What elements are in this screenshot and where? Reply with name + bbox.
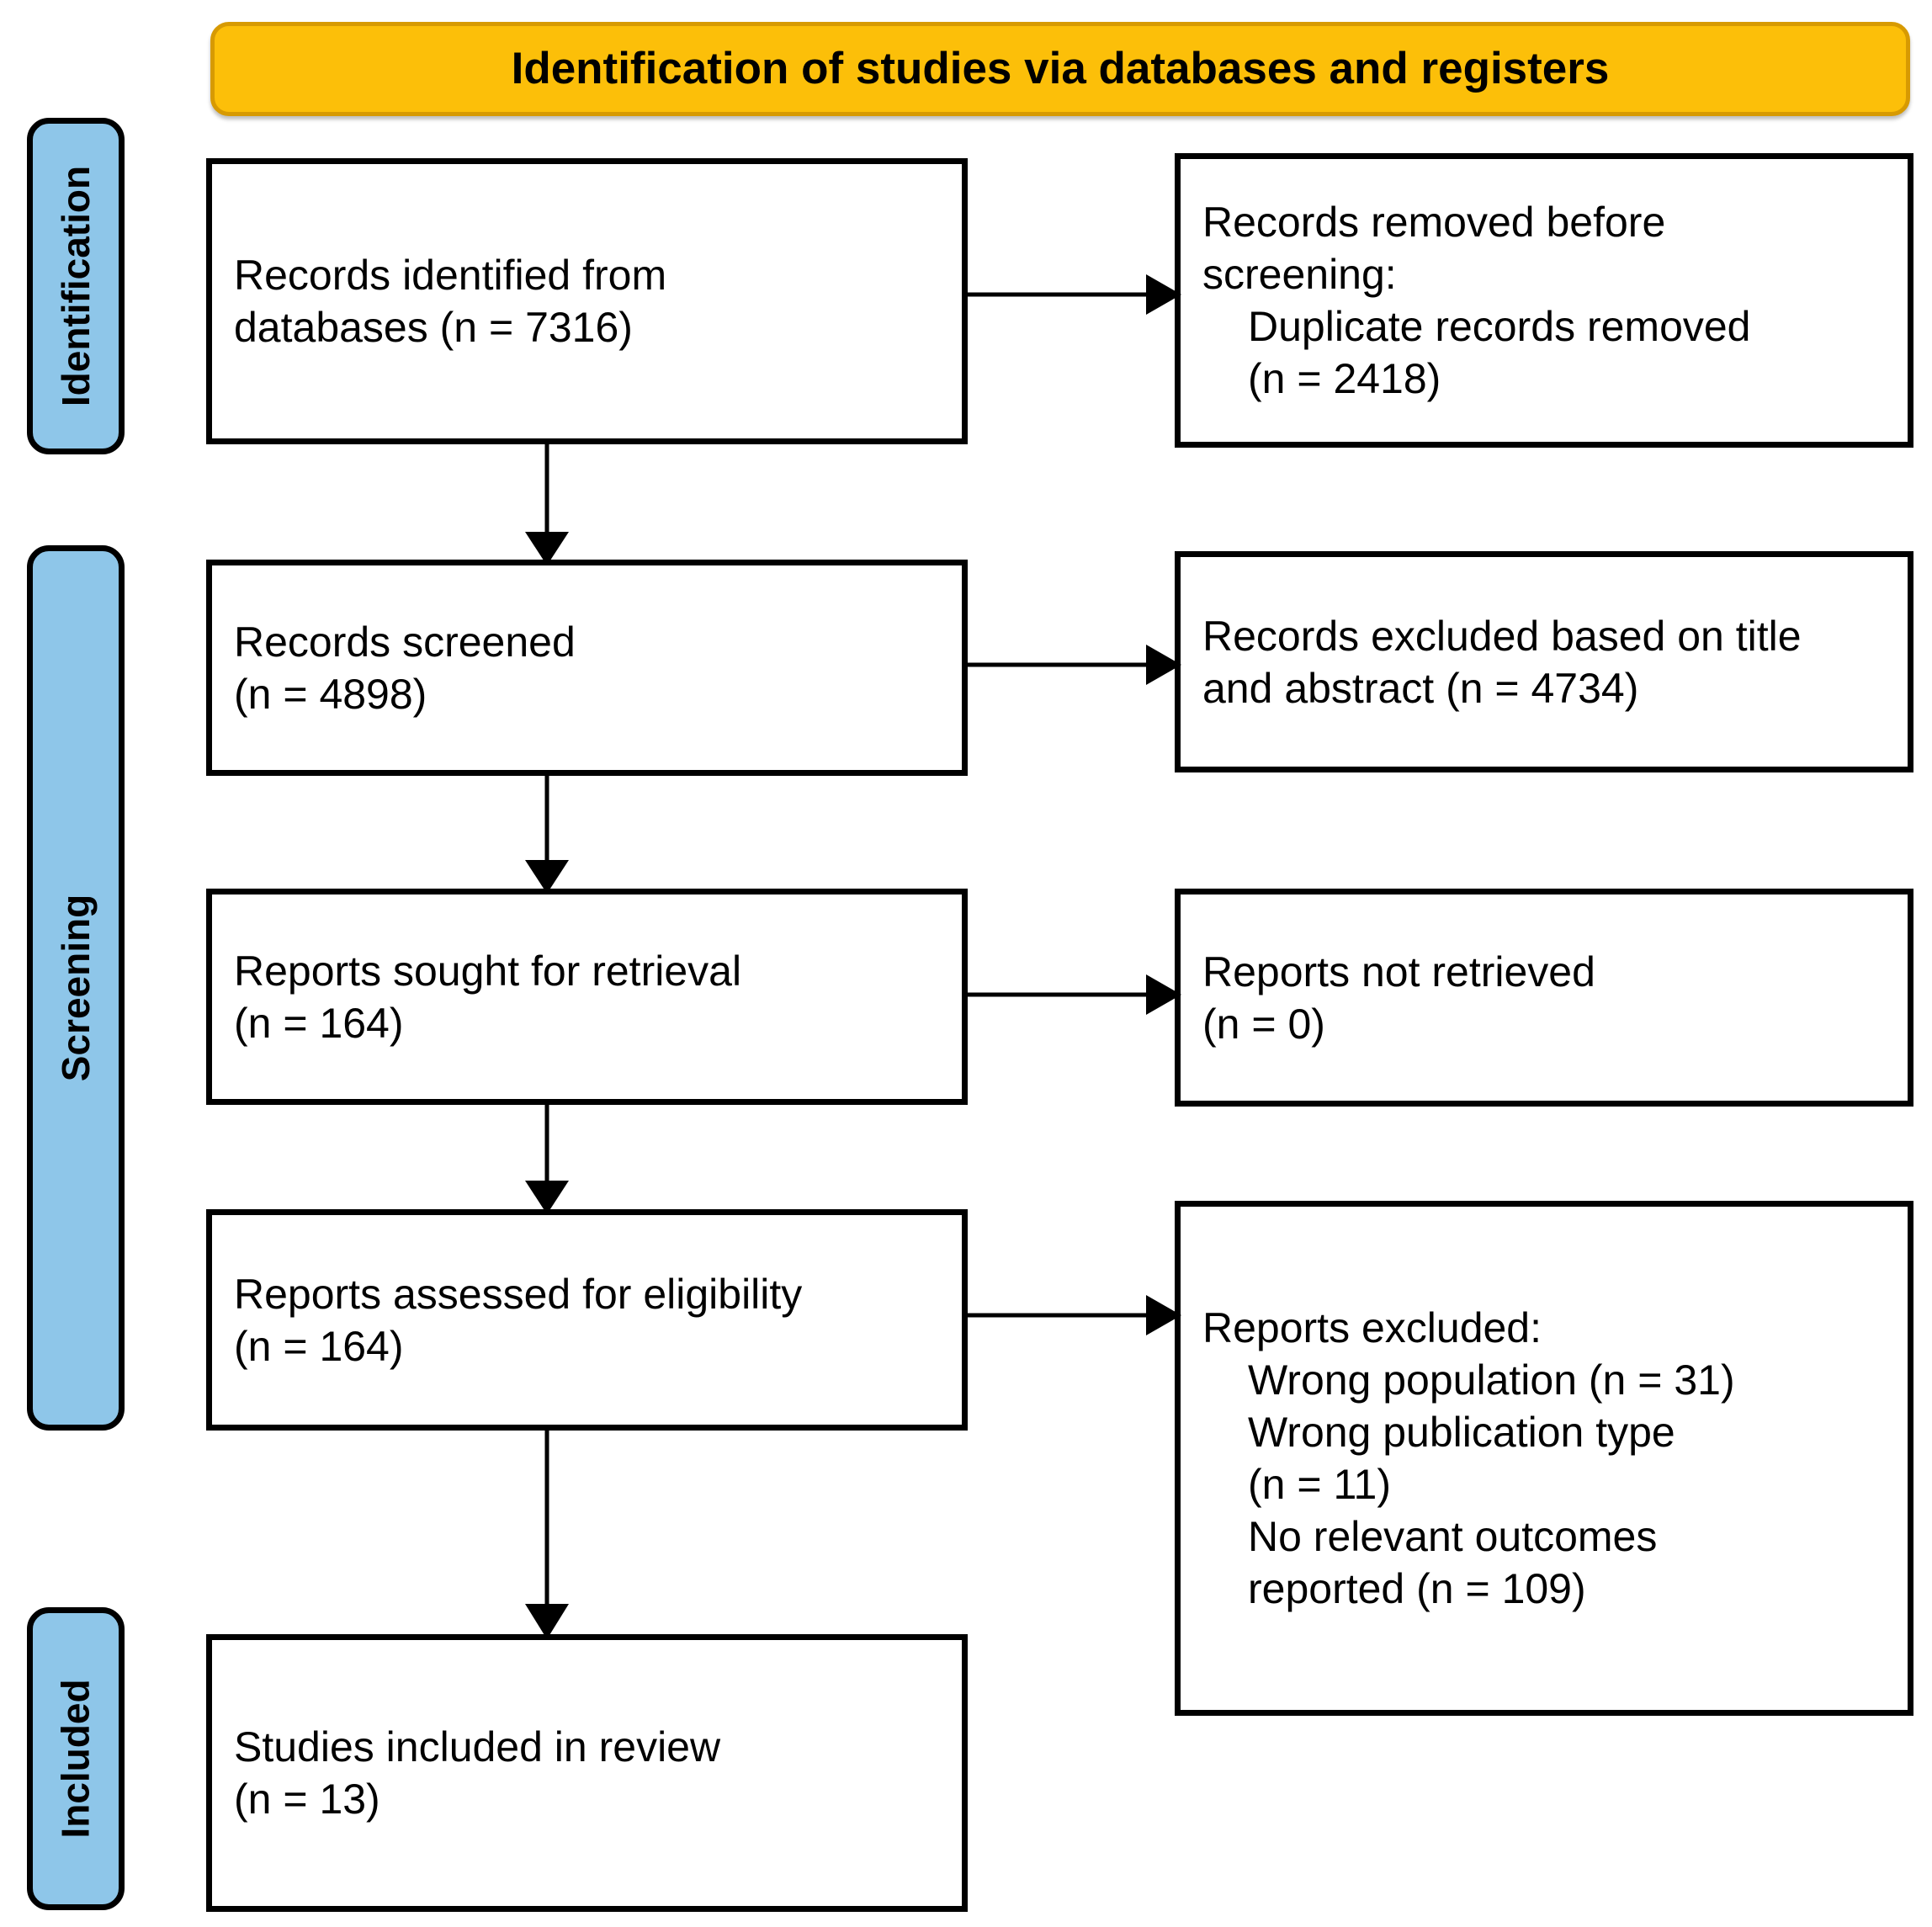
stage-label-identification: Identification [54,165,98,407]
text-line: Wrong publication type [1248,1409,1675,1456]
text-line: screening: [1202,251,1397,298]
box-records-excluded-text: Records excluded based on title and abst… [1181,610,1908,714]
text-line: (n = 0) [1202,1000,1325,1048]
arrow-screened-to-sought [505,772,589,894]
arrow-sought-to-not-retrieved [964,969,1181,1020]
text-line: Reports assessed for eligibility [234,1270,803,1318]
page-title: Identification of studies via databases … [511,43,1610,93]
stage-tab-identification: Identification [27,118,125,454]
box-reports-sought-for-retrieval: Reports sought for retrieval (n = 164) [206,889,968,1105]
text-line: Studies included in review [234,1723,721,1770]
box-reports-assessed-for-eligibility: Reports assessed for eligibility (n = 16… [206,1209,968,1431]
box-records-excluded-title-abstract: Records excluded based on title and abst… [1175,551,1913,772]
box-reports-not-retrieved-text: Reports not retrieved (n = 0) [1181,946,1908,1050]
text-line: (n = 2418) [1248,355,1441,402]
arrow-identified-to-screened [505,441,589,565]
arrow-sought-to-assessed [505,1102,589,1214]
box-records-removed-before-screening: Records removed before screening: Duplic… [1175,153,1913,448]
text-line: Duplicate records removed [1248,303,1751,350]
box-reports-sought-text: Reports sought for retrieval (n = 164) [212,945,962,1049]
stage-tab-screening: Screening [27,545,125,1431]
box-studies-included-text: Studies included in review (n = 13) [212,1721,962,1825]
box-reports-not-retrieved: Reports not retrieved (n = 0) [1175,889,1913,1107]
text-line: Records identified from [234,252,667,299]
text-line: Records screened [234,618,576,666]
text-line: Records removed before [1202,199,1666,246]
stage-tab-included: Included [27,1607,125,1910]
text-line: (n = 164) [234,999,404,1047]
text-line: (n = 4898) [234,670,427,718]
box-records-screened-text: Records screened (n = 4898) [212,616,962,720]
text-line: No relevant outcomes [1248,1513,1658,1560]
text-line: Reports not retrieved [1202,948,1595,995]
box-records-identified: Records identified from databases (n = 7… [206,158,968,444]
diagram-header-banner: Identification of studies via databases … [210,22,1910,116]
text-line: and abstract (n = 4734) [1202,664,1639,712]
text-line: databases (n = 7316) [234,304,633,351]
text-line: (n = 11) [1248,1461,1391,1508]
box-records-removed-text: Records removed before screening: Duplic… [1181,196,1908,405]
arrow-assessed-to-reports-excluded [964,1290,1181,1340]
stage-label-included: Included [54,1679,98,1839]
stage-label-screening: Screening [54,894,98,1082]
arrow-assessed-to-included [505,1427,589,1639]
arrow-screened-to-excluded [964,640,1181,690]
box-records-screened: Records screened (n = 4898) [206,560,968,776]
box-reports-excluded-text: Reports excluded: Wrong population (n = … [1181,1302,1908,1615]
text-line: reported (n = 109) [1248,1565,1586,1612]
text-line: (n = 164) [234,1322,404,1370]
text-line: Reports excluded: [1202,1304,1542,1351]
text-line: Wrong population (n = 31) [1248,1356,1735,1404]
text-line: Reports sought for retrieval [234,947,742,995]
text-line: (n = 13) [234,1776,380,1823]
box-studies-included-in-review: Studies included in review (n = 13) [206,1634,968,1912]
box-records-identified-text: Records identified from databases (n = 7… [212,249,962,353]
arrow-identified-to-removed [964,269,1181,320]
box-reports-excluded-reasons: Reports excluded: Wrong population (n = … [1175,1201,1913,1716]
box-reports-assessed-text: Reports assessed for eligibility (n = 16… [212,1268,962,1372]
text-line: Records excluded based on title [1202,612,1802,660]
